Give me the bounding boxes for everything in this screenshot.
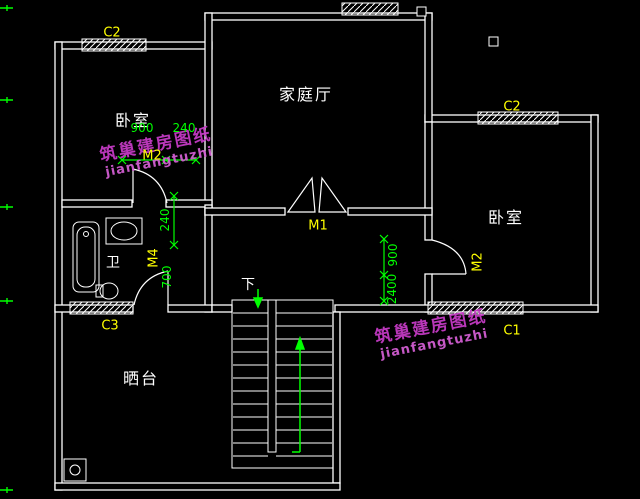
room-label-bathroom: 卫 bbox=[106, 255, 120, 271]
bathroom-fixtures bbox=[72, 217, 143, 300]
window-top-center-symbol bbox=[341, 2, 399, 16]
dimension-900-horizontal: 900 bbox=[130, 121, 154, 135]
stair-treads-left bbox=[233, 312, 268, 457]
window-label-c2-right: C2 bbox=[503, 99, 521, 115]
stairs bbox=[231, 299, 334, 469]
door-m4-arc bbox=[133, 270, 169, 306]
door-m1-leaf-left bbox=[286, 176, 316, 213]
door-m2-left-arc bbox=[132, 168, 168, 204]
room-label-terrace: 晒台 bbox=[122, 369, 160, 388]
stair-treads-right bbox=[276, 312, 332, 457]
washbasin bbox=[105, 217, 143, 245]
window-symbols bbox=[69, 2, 559, 315]
room-label-family-hall: 家庭厅 bbox=[278, 85, 334, 104]
dimension-900-vertical: 900 bbox=[386, 243, 400, 267]
dimension-700-vertical: 700 bbox=[160, 265, 174, 289]
dimension-240-horizontal: 240 bbox=[172, 121, 196, 135]
window-label-c1: C1 bbox=[503, 323, 521, 339]
toilet bbox=[99, 282, 119, 300]
door-m1-leaf-right bbox=[318, 176, 348, 213]
window-c2-right-symbol bbox=[477, 111, 559, 125]
door-symbols bbox=[132, 168, 467, 306]
door-label-m2-left: M2 bbox=[142, 148, 162, 164]
door-label-m4: M4 bbox=[146, 248, 162, 268]
bathtub bbox=[72, 221, 100, 293]
dimension-2400-vertical: 2400 bbox=[385, 273, 399, 305]
window-label-c3: C3 bbox=[101, 318, 119, 334]
window-label-c2-left: C2 bbox=[103, 25, 121, 41]
door-m2-right-arc bbox=[431, 239, 467, 275]
door-label-m2-right: M2 bbox=[470, 252, 486, 272]
window-c1-symbol bbox=[427, 301, 524, 315]
stair-down-label: 下 bbox=[241, 277, 255, 293]
dimension-ticks bbox=[117, 155, 389, 306]
column-markers bbox=[63, 6, 499, 482]
window-c2-left-symbol bbox=[81, 38, 147, 52]
door-label-m1: M1 bbox=[308, 218, 328, 234]
room-label-bedroom-left: 卧室 bbox=[114, 111, 152, 130]
stair-direction-arrows bbox=[252, 289, 306, 453]
dimension-240-vertical: 240 bbox=[158, 208, 172, 232]
room-label-bedroom-right: 卧室 bbox=[487, 208, 525, 227]
axis-markers bbox=[0, 5, 13, 493]
window-c3-symbol bbox=[69, 301, 134, 315]
